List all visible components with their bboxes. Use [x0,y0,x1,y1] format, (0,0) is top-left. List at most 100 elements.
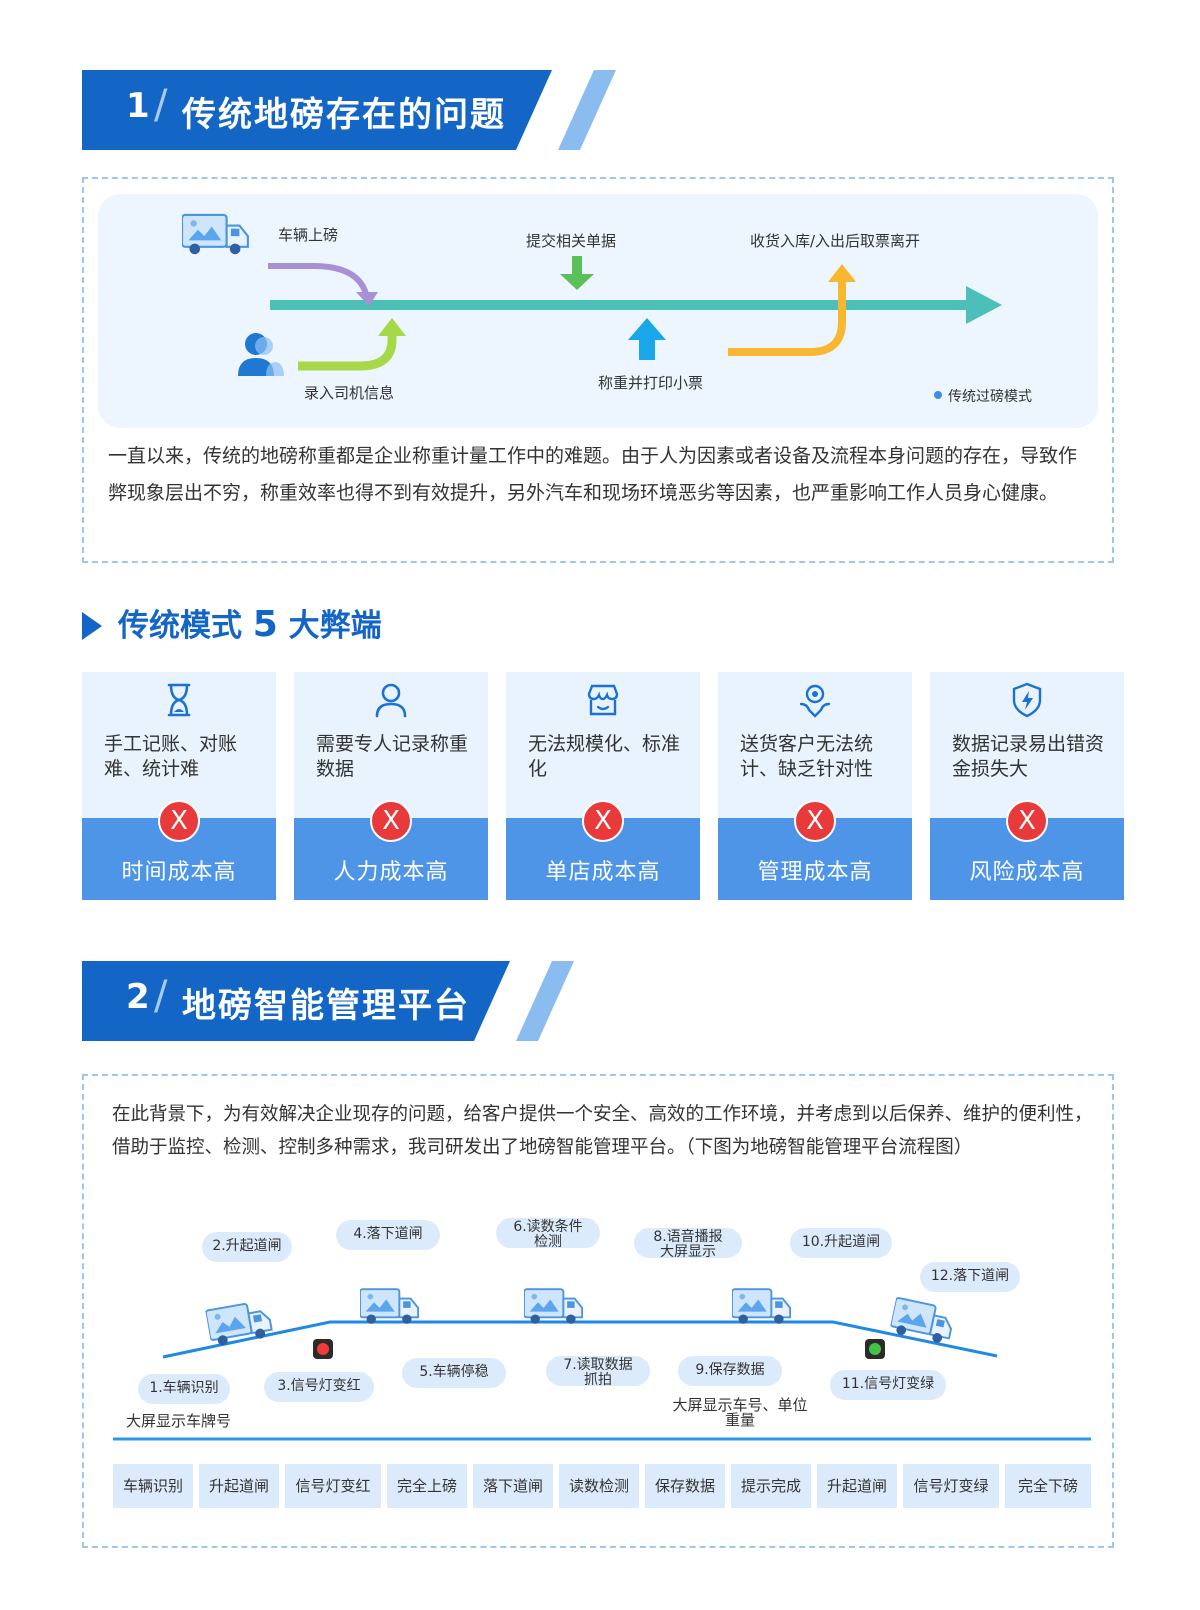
pill-text: 2.升起道闸 [212,1238,282,1254]
heading-number: 5 [252,604,278,645]
truck-icon [732,1288,792,1325]
five-drawbacks-title: 传统模式 5 大弊端 [118,600,382,645]
process-step: 信号灯变绿 [903,1464,999,1508]
process-step: 完全上磅 [387,1464,467,1508]
card-title: 单店成本高 [545,860,661,885]
drawback-card-time: 手工记账、对账难、统计难 时间成本高 X [82,672,276,900]
hourglass-icon [167,683,191,717]
label-legend: 传统过磅模式 [948,389,1032,405]
process-step: 车辆识别 [113,1464,193,1508]
section2-banner-bar [82,961,510,1041]
pill-text: 大屏显示 [660,1244,716,1260]
note-line: 大屏显示车号、单位 [672,1396,808,1414]
note-screen-plate: 大屏显示车牌号 [126,1412,232,1430]
traditional-flow-diagram [268,256,1002,399]
cross-icon: X [794,800,836,842]
pill-text: 3.信号灯变红 [277,1378,361,1394]
truck-icon [360,1288,420,1325]
pill-text: 12.落下道闸 [930,1268,1010,1284]
section2-banner: 2 / 地磅智能管理平台 [82,961,602,1041]
label-driver-info: 录入司机信息 [304,384,395,402]
card-desc: 手工记账、对账难、统计难 [104,733,238,780]
traditional-flow-panel: 车辆上磅 录入司机信息 提交相关单据 称重并打印小票 收货入库/入出后取票离开 … [98,194,1098,428]
flow-step-pill: 9.保存数据 [678,1356,782,1386]
card-title: 风险成本高 [969,860,1085,885]
pill-text: 1.车辆识别 [149,1380,219,1396]
flow-step-pill: 3.信号灯变红 [264,1372,374,1402]
section2-number: 2 [126,977,150,1017]
cross-icon: X [158,800,200,842]
flow-step-pill: 10.升起道闸 [790,1228,892,1258]
drawback-card-risk: 数据记录易出错资金损失大 风险成本高 X [930,672,1124,900]
heading-suffix: 大弊端 [288,608,382,644]
process-step: 升起道闸 [817,1464,897,1508]
section1-banner-bar [82,70,552,150]
truck-icon [524,1288,584,1325]
drawback-card-labor: 需要专人记录称重数据 人力成本高 X [294,672,488,900]
pill-text: 5.车辆停稳 [419,1364,489,1380]
cross-icon: X [370,800,412,842]
note-screen-weight: 大屏显示车号、单位 重量 [664,1398,816,1428]
cross-icon: X [582,800,624,842]
process-step: 读数检测 [559,1464,639,1508]
card-title: 时间成本高 [121,860,237,885]
drawback-card-store: 无法规模化、标准化 单店成本高 X [506,672,700,900]
pill-text: 8.语音播报 [653,1229,723,1245]
label-vehicle-on: 车辆上磅 [278,226,339,244]
flow-step-pill: 11.信号灯变绿 [830,1370,946,1400]
section1-content-box [82,177,1114,563]
process-step: 落下道闸 [473,1464,553,1508]
flow-step-pill: 5.车辆停稳 [402,1358,506,1388]
note-line: 重量 [724,1411,755,1429]
card-desc: 数据记录易出错资金损失大 [952,733,1105,780]
store-icon [587,684,619,716]
section2-slash: / [154,973,168,1019]
process-step: 保存数据 [645,1464,725,1508]
label-submit-docs: 提交相关单据 [526,232,617,250]
card-title: 管理成本高 [757,860,873,885]
flow-step-pill: 8.语音播报大屏显示 [634,1228,742,1260]
flow-step-pill: 6.读数条件检测 [496,1218,600,1250]
heading-triangle-icon [82,612,102,640]
drawback-card-management: 送货客户无法统计、缺乏针对性 管理成本高 X [718,672,912,900]
card-title: 人力成本高 [333,860,449,885]
pill-text: 6.读数条件 [513,1219,583,1235]
driver-icon [238,333,284,376]
process-step: 完全下磅 [1005,1464,1091,1508]
label-receive-leave: 收货入库/入出后取票离开 [750,232,921,250]
user-icon [375,683,407,718]
flow-step-pill: 7.读取数据抓拍 [546,1356,650,1388]
section1-paragraph: 一直以来，传统的地磅称重都是企业称重计量工作中的难题。由于人为因素或者设备及流程… [108,445,1078,504]
card-desc: 需要专人记录称重数据 [316,733,469,780]
cross-icon: X [1006,800,1048,842]
flow-step-pill: 2.升起道闸 [202,1232,292,1262]
section2-content-box [82,1074,1114,1548]
flow-step-pill: 12.落下道闸 [920,1262,1020,1292]
section1-number: 1 [126,86,150,126]
card-footer: 人力成本高 [294,818,488,900]
customer-service-icon [799,684,831,718]
section2-paragraph: 在此背景下，为有效解决企业现存的问题，给客户提供一个安全、高效的工作环境，并考虑… [112,1104,1093,1158]
section1-title: 传统地磅存在的问题 [182,95,506,135]
process-step: 提示完成 [731,1464,811,1508]
pill-text: 10.升起道闸 [801,1234,881,1250]
process-step: 升起道闸 [199,1464,279,1508]
label-weigh-print: 称重并打印小票 [598,374,704,392]
card-footer: 管理成本高 [718,818,912,900]
card-desc: 无法规模化、标准化 [528,733,681,780]
flow-step-pill: 4.落下道闸 [336,1220,440,1250]
section1-slash: / [154,82,168,128]
flow-step-pill: 1.车辆识别 [138,1374,230,1404]
process-step: 信号灯变红 [285,1464,381,1508]
section1-banner: 1 / 传统地磅存在的问题 [82,70,642,150]
shield-lightning-icon [1012,682,1042,718]
pill-text: 7.读取数据 [563,1357,633,1373]
pill-text: 检测 [534,1234,562,1250]
card-desc: 送货客户无法统计、缺乏针对性 [740,733,874,780]
pill-text: 抓拍 [584,1372,612,1388]
card-footer: 风险成本高 [930,818,1124,900]
pill-text: 11.信号灯变绿 [841,1376,935,1392]
section2-title: 地磅智能管理平台 [182,986,470,1026]
heading-prefix: 传统模式 [118,608,242,644]
